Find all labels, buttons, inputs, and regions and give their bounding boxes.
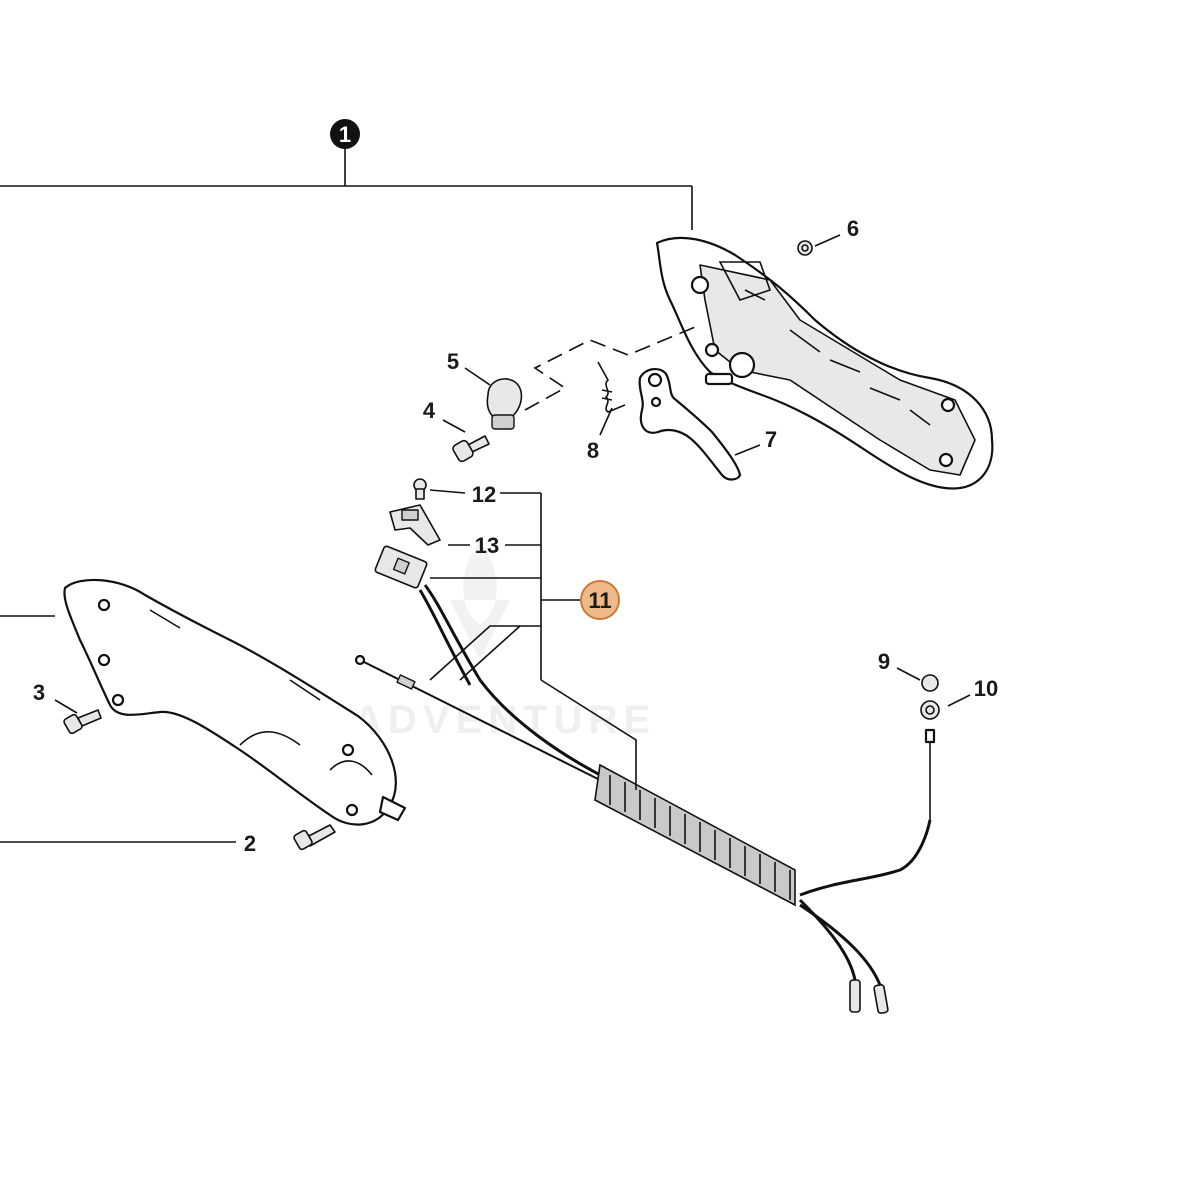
nut-6 bbox=[797, 240, 813, 256]
screw-4 bbox=[452, 435, 490, 463]
clamp-5 bbox=[486, 378, 523, 430]
callout-1: 1 bbox=[330, 119, 360, 149]
left-handle-half bbox=[63, 578, 407, 826]
right-handle-half bbox=[655, 236, 994, 490]
lever-7 bbox=[638, 368, 742, 481]
harness-bracket bbox=[429, 492, 637, 790]
callout-3: 3 bbox=[33, 680, 45, 705]
retainer-13 bbox=[389, 504, 441, 546]
callout-5: 5 bbox=[447, 349, 459, 374]
cable-harness-11 bbox=[354, 545, 936, 1014]
callout-2: 2 bbox=[244, 831, 256, 856]
screw-2 bbox=[293, 824, 336, 851]
screw-3 bbox=[63, 709, 102, 735]
callout-9: 9 bbox=[878, 649, 890, 674]
callout-12: 12 bbox=[472, 482, 496, 507]
callout-4: 4 bbox=[423, 398, 436, 423]
callout-11-highlight bbox=[580, 580, 620, 620]
callout-8: 8 bbox=[587, 438, 599, 463]
callout-6: 6 bbox=[847, 216, 859, 241]
screw-12 bbox=[413, 478, 427, 500]
callout-1-label: 1 bbox=[339, 122, 351, 147]
watermark-flame-icon bbox=[450, 540, 510, 660]
spring-8 bbox=[597, 361, 626, 413]
callout-11: 11 bbox=[580, 580, 620, 620]
nut-9 bbox=[921, 674, 939, 692]
leader-lines bbox=[54, 234, 971, 714]
nut-10 bbox=[920, 700, 940, 720]
assembly-bracket bbox=[0, 148, 693, 843]
callout-11-label: 11 bbox=[588, 588, 611, 613]
assembly-dash-line bbox=[524, 324, 701, 411]
callout-13: 13 bbox=[475, 533, 499, 558]
callout-10: 10 bbox=[974, 676, 998, 701]
callout-7: 7 bbox=[765, 427, 777, 452]
